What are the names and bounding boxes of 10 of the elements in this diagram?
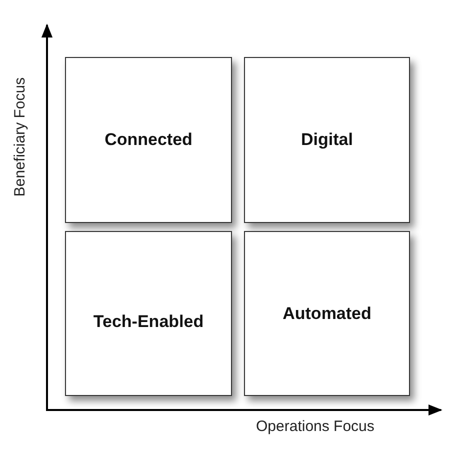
quadrant-box [65,231,232,396]
quadrant-label: Automated [282,304,372,324]
axis-label: Operations Focus [256,418,374,435]
quadrant-box [244,231,410,396]
quadrant-label: Connected [104,130,192,150]
quadrant-box [244,57,410,223]
quadrant-box [65,57,232,223]
quadrant-label: Digital [301,130,353,150]
axis-label: Beneficiary Focus [12,77,28,197]
quadrant-label: Tech-Enabled [93,312,204,332]
